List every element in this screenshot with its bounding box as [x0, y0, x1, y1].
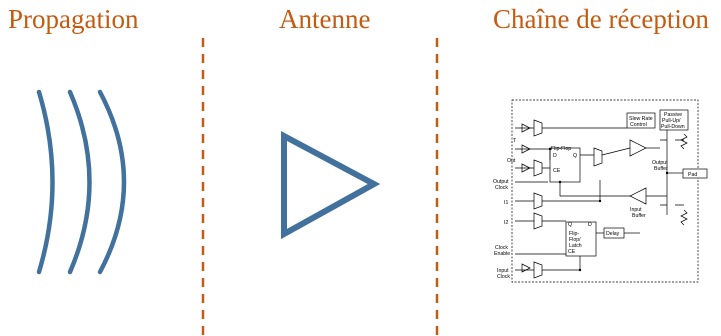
- svg-text:Pull-Up/: Pull-Up/: [662, 118, 681, 124]
- svg-text:Clock: Clock: [497, 274, 510, 280]
- svg-text:CE: CE: [553, 168, 561, 174]
- svg-text:Flip-: Flip-: [569, 231, 579, 237]
- svg-text:Delay: Delay: [606, 231, 620, 237]
- svg-text:Flop/: Flop/: [569, 237, 581, 243]
- heading-receiver: Chaîne de réception: [493, 4, 709, 34]
- heading-propagation: Propagation: [8, 4, 139, 34]
- svg-text:Input: Input: [630, 207, 642, 213]
- svg-text:CE: CE: [568, 249, 576, 255]
- svg-text:Output: Output: [493, 179, 509, 185]
- wave-icon: [36, 89, 127, 275]
- antenna-triangle-icon: [281, 131, 381, 240]
- receiver-schematic: Pad Slew Rate Control Passive Pull-Up/ P…: [493, 99, 708, 283]
- heading-antenna: Antenne: [279, 4, 371, 34]
- svg-text:T: T: [513, 138, 517, 144]
- svg-text:Enable: Enable: [494, 251, 510, 257]
- svg-text:Clock: Clock: [495, 245, 508, 251]
- svg-text:D: D: [588, 222, 592, 228]
- pad-label: Pad: [688, 172, 697, 178]
- svg-text:Control: Control: [630, 122, 647, 128]
- svg-text:Flip-Flop: Flip-Flop: [551, 146, 571, 152]
- svg-text:Slew Rate: Slew Rate: [629, 116, 653, 122]
- svg-text:I2: I2: [504, 220, 508, 226]
- svg-text:Q: Q: [573, 153, 577, 159]
- svg-text:Passive: Passive: [664, 112, 682, 118]
- svg-text:Clock: Clock: [495, 185, 508, 191]
- svg-text:Out: Out: [507, 158, 516, 164]
- svg-text:Buffer: Buffer: [654, 166, 668, 172]
- svg-text:Buffer: Buffer: [632, 213, 646, 219]
- svg-text:Q: Q: [568, 222, 572, 228]
- svg-text:Latch: Latch: [569, 243, 582, 249]
- svg-text:D: D: [553, 153, 557, 159]
- svg-text:Pull-Down: Pull-Down: [661, 124, 685, 130]
- svg-text:I1: I1: [504, 200, 508, 206]
- svg-text:Input: Input: [497, 268, 509, 274]
- svg-text:Output: Output: [652, 160, 668, 166]
